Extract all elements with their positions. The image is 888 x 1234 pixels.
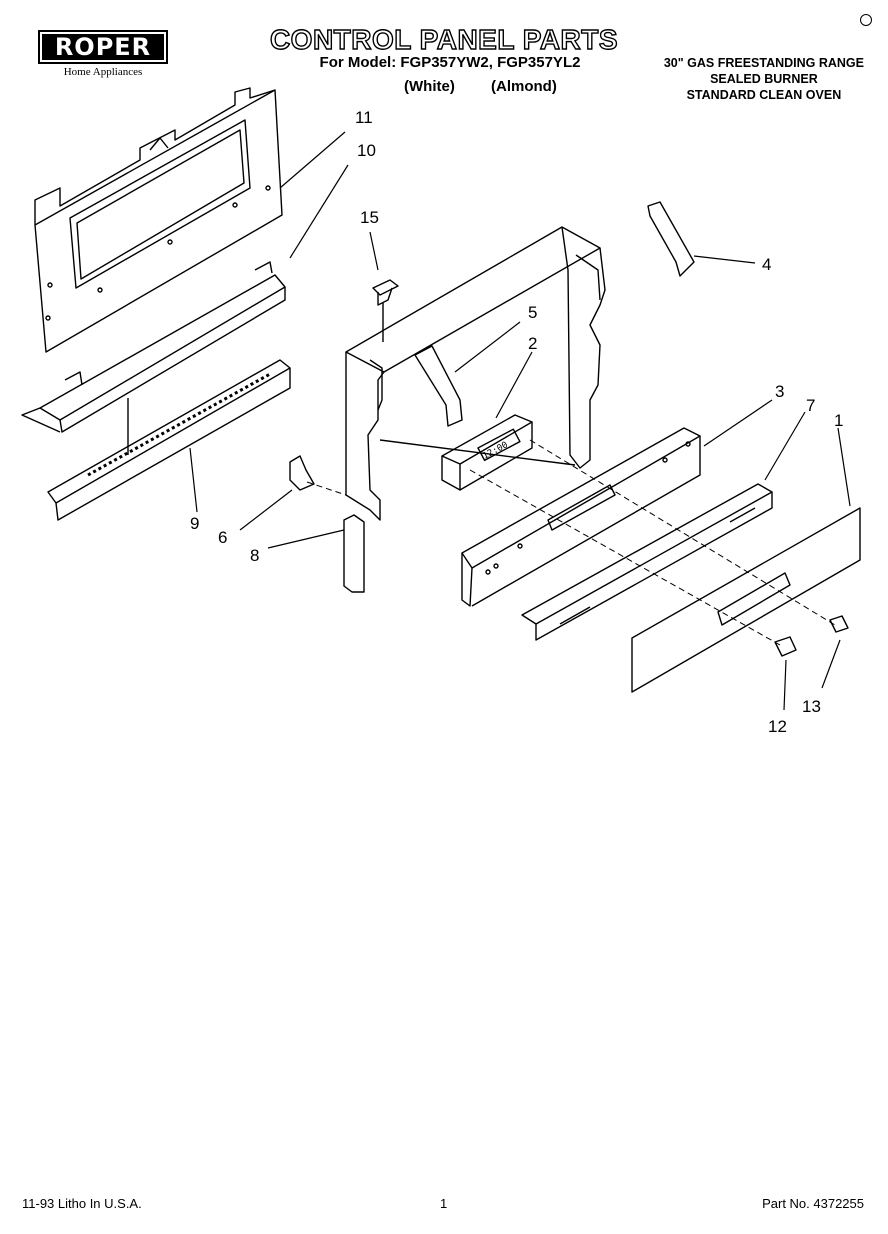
callout-4: 4 bbox=[762, 255, 772, 274]
callout-5: 5 bbox=[528, 303, 538, 322]
desc-line-2: SEALED BURNER bbox=[710, 72, 818, 86]
variant-almond: (Almond) bbox=[491, 78, 557, 95]
desc-line-3: STANDARD CLEAN OVEN bbox=[686, 88, 842, 102]
callout-1: 1 bbox=[834, 411, 844, 430]
callout-3: 3 bbox=[775, 382, 785, 401]
logo-tagline: Home Appliances bbox=[63, 66, 143, 78]
print-info: 11-93 Litho In U.S.A. bbox=[22, 1196, 142, 1211]
part-7-channel bbox=[521, 483, 773, 641]
part-1-front-panel bbox=[631, 507, 861, 693]
part-4-side-trim bbox=[647, 201, 695, 277]
part-11-rear-panel bbox=[34, 87, 283, 353]
variant-white: (White) bbox=[404, 78, 455, 95]
part-9-vent-strip bbox=[47, 359, 291, 521]
callout-13: 13 bbox=[802, 697, 821, 716]
control-panel-frame bbox=[345, 226, 606, 521]
page-title: CONTROL PANEL PARTS bbox=[269, 23, 619, 55]
part-6-clip bbox=[289, 455, 315, 491]
part-8-side-strip bbox=[343, 514, 365, 593]
callout-10: 10 bbox=[357, 141, 376, 160]
part-10-bracket bbox=[21, 261, 286, 433]
part-2-clock-module bbox=[441, 414, 533, 491]
callout-11: 11 bbox=[355, 108, 373, 127]
color-variants: (White) (Almond) bbox=[404, 78, 575, 95]
leader-lines bbox=[189, 131, 851, 711]
callout-12: 12 bbox=[768, 717, 787, 736]
part-12-knob bbox=[774, 636, 797, 657]
corner-mark bbox=[860, 14, 872, 26]
part-number: Part No. 4372255 bbox=[762, 1196, 864, 1211]
assembly-lines bbox=[306, 439, 836, 646]
part-13-button bbox=[829, 615, 849, 633]
callout-6: 6 bbox=[218, 528, 228, 547]
callout-15: 15 bbox=[360, 208, 379, 227]
page-number: 1 bbox=[440, 1196, 448, 1211]
logo-wordmark: ROPER bbox=[42, 34, 164, 60]
callout-7: 7 bbox=[806, 396, 816, 415]
part-3-panel-back bbox=[461, 427, 701, 607]
logo-frame: ROPER bbox=[38, 30, 168, 64]
product-description: 30" GAS FREESTANDING RANGE SEALED BURNER… bbox=[664, 55, 864, 103]
desc-line-1: 30" GAS FREESTANDING RANGE bbox=[663, 56, 864, 70]
model-numbers: For Model: FGP357YW2, FGP357YL2 bbox=[319, 54, 581, 71]
part-15-switch bbox=[372, 279, 399, 342]
callout-8: 8 bbox=[250, 546, 260, 565]
roper-logo: ROPER Home Appliances bbox=[38, 30, 168, 78]
callout-2: 2 bbox=[528, 334, 538, 353]
callout-9: 9 bbox=[190, 514, 200, 533]
part-5-insert bbox=[414, 345, 463, 427]
